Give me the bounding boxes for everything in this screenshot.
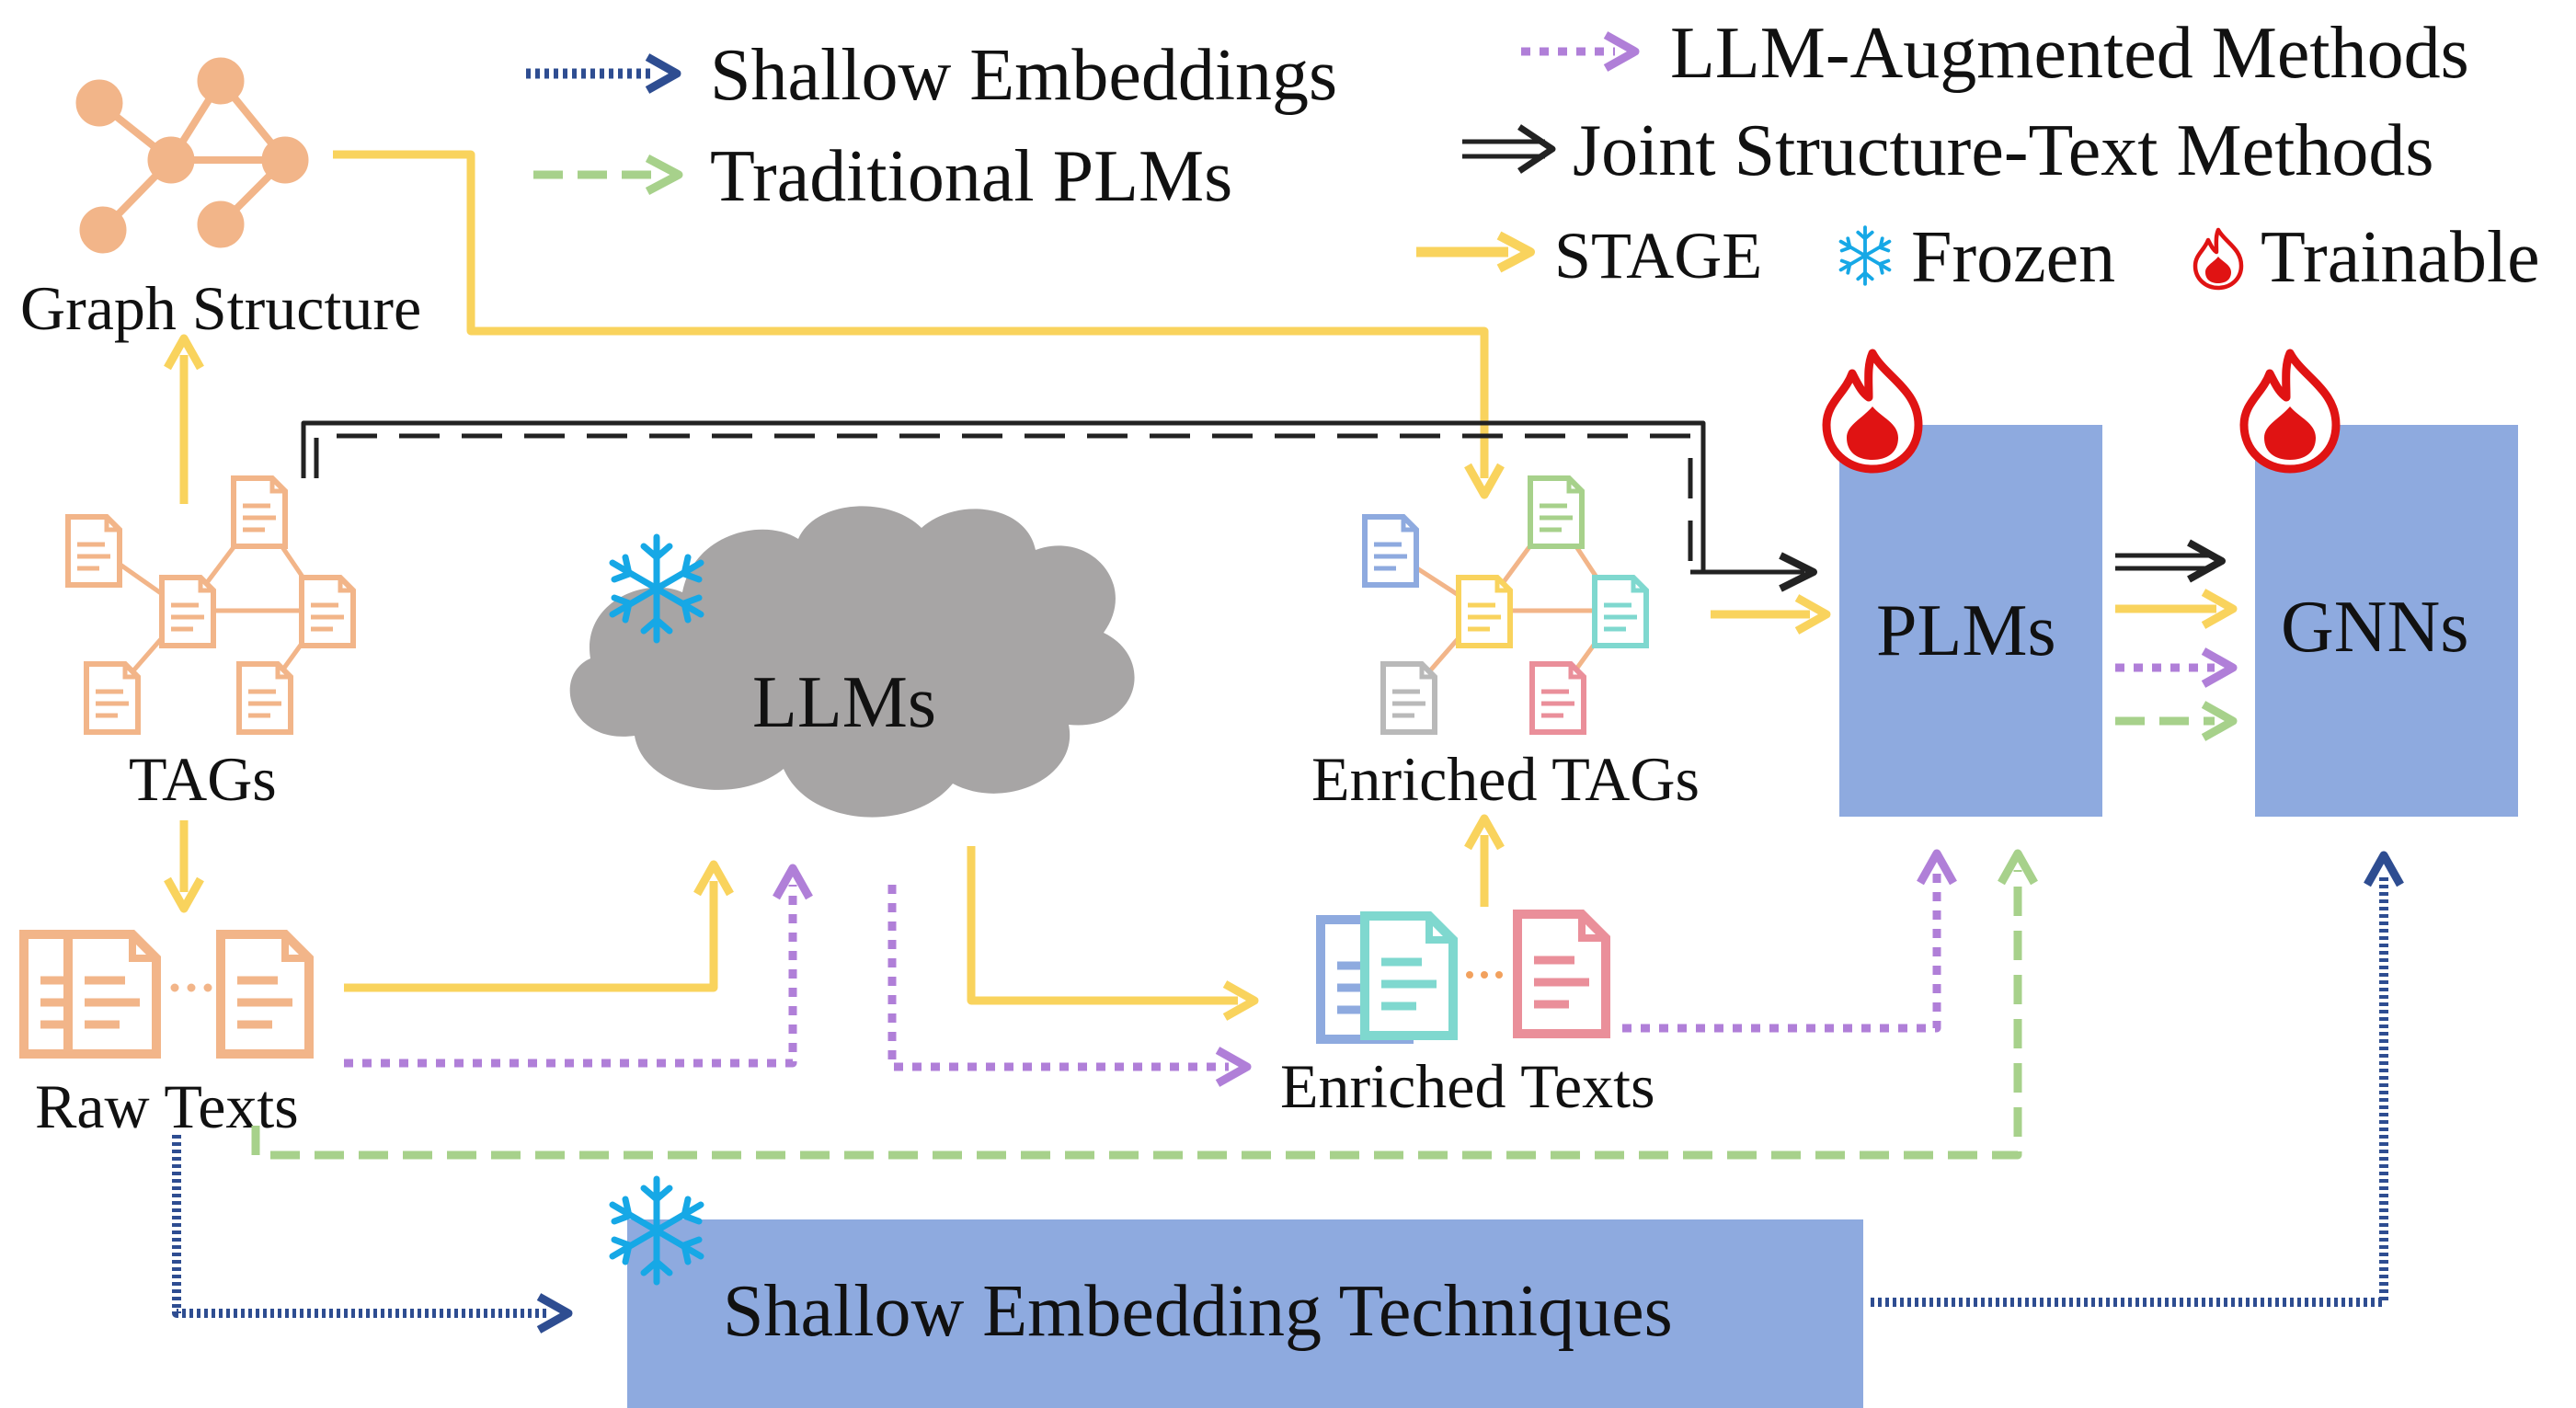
arrows xyxy=(164,150,2404,1334)
gnns-label: GNNs xyxy=(2281,587,2468,668)
plms-flame-icon xyxy=(1826,353,1918,469)
gnns-box xyxy=(2255,425,2518,817)
legend-joint-label: Joint Structure-Text Methods xyxy=(1573,110,2433,191)
enriched-tags-label: Enriched TAGs xyxy=(1311,744,1700,814)
enriched-texts-icon xyxy=(1321,914,1606,1039)
graph-structure-label: Graph Structure xyxy=(20,273,421,343)
shallow-embedding-box xyxy=(627,1219,1863,1408)
legend: Shallow Embeddings Traditional PLMs LLM-… xyxy=(526,13,2540,298)
graph-structure-icon xyxy=(75,57,309,254)
legend-stage-label: STAGE xyxy=(1554,219,1762,292)
llms-label: LLMs xyxy=(752,662,936,743)
raw-texts-icon xyxy=(24,934,309,1054)
legend-shallow-label: Shallow Embeddings xyxy=(710,35,1337,116)
gnns-flame-icon xyxy=(2244,353,2336,469)
enriched-texts-label: Enriched Texts xyxy=(1280,1051,1655,1121)
tags-graph-icon xyxy=(68,478,353,732)
legend-frozen-label: Frozen xyxy=(1911,217,2115,298)
legend-llm-augmented-label: LLM-Augmented Methods xyxy=(1670,13,2469,94)
shallow-embedding-label: Shallow Embedding Techniques xyxy=(723,1271,1673,1352)
plms-label: PLMs xyxy=(1876,590,2056,671)
snowflake-icon xyxy=(1838,225,1892,286)
enriched-tags-graph-icon xyxy=(1365,478,1646,732)
legend-trainable-label: Trainable xyxy=(2261,217,2540,298)
flame-icon xyxy=(2195,230,2241,288)
tags-label: TAGs xyxy=(129,744,277,814)
legend-traditional-label: Traditional PLMs xyxy=(710,136,1232,217)
llms-cloud xyxy=(569,506,1135,818)
plms-box xyxy=(1839,425,2102,817)
